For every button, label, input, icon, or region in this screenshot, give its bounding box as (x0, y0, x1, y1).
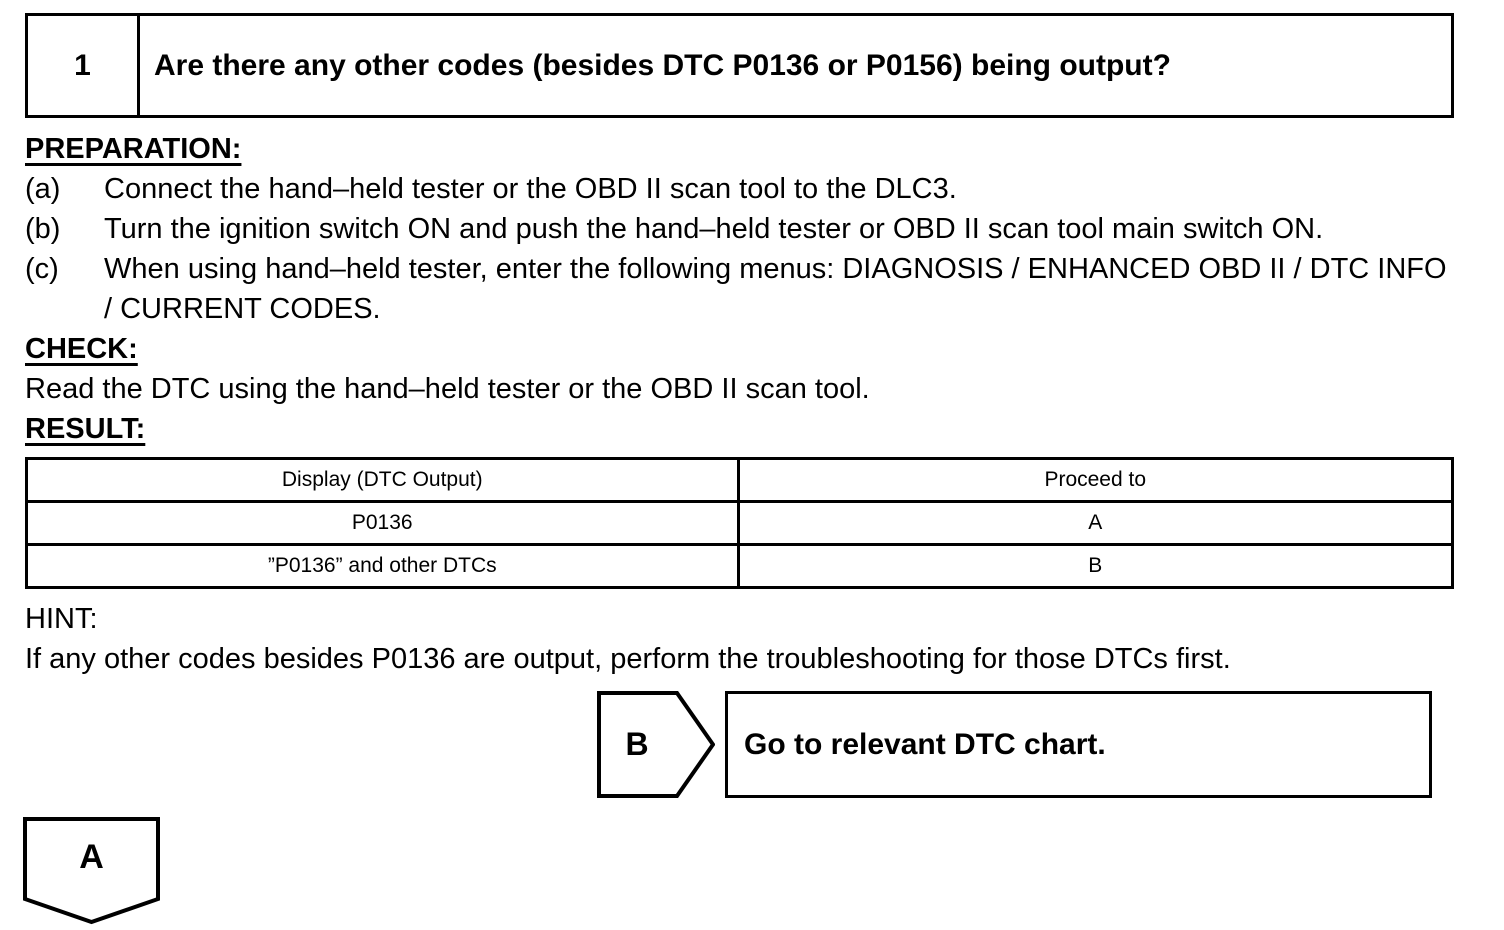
step-c-label: (c) (25, 253, 59, 285)
branch-b-row: B Go to relevant DTC chart. (597, 691, 1464, 798)
step-a-label: (a) (25, 173, 61, 205)
pentagon-down-shape (23, 817, 160, 925)
question-header-box: 1 Are there any other codes (besides DTC… (25, 13, 1454, 118)
connector-a-down-icon: A (23, 817, 160, 925)
result-table: Display (DTC Output) Proceed to P0136 A … (25, 457, 1454, 589)
check-text: Read the DTC using the hand–held tester … (25, 373, 870, 405)
branch-a-label: A (79, 838, 104, 876)
table-header-row: Display (DTC Output) Proceed to (28, 460, 1451, 500)
branch-b-action-box: Go to relevant DTC chart. (725, 691, 1432, 798)
step-a-text: Connect the hand–held tester or the OBD … (104, 173, 957, 205)
step-b-text: Turn the ignition switch ON and push the… (104, 213, 1324, 245)
preparation-section: PREPARATION: (a) Connect the hand–held t… (25, 129, 1465, 329)
column-header-proceed: Proceed to (1044, 468, 1147, 491)
step-question: Are there any other codes (besides DTC P… (154, 48, 1171, 82)
step-number: 1 (28, 16, 140, 115)
result-section: RESULT: Display (DTC Output) Proceed to … (25, 409, 1465, 589)
column-header-display: Display (DTC Output) (28, 460, 740, 500)
table-row: P0136 A (28, 500, 1451, 543)
hint-section: HINT: If any other codes besides P0136 a… (25, 599, 1465, 679)
branch-b-label: B (625, 726, 649, 762)
result-heading: RESULT: (25, 413, 146, 445)
cell-proceed-value: B (1088, 554, 1103, 577)
step-b-label: (b) (25, 213, 61, 245)
cell-proceed-value: A (1088, 511, 1103, 534)
connector-b-arrow-icon: B (597, 691, 715, 798)
table-row: ”P0136” and other DTCs B (28, 543, 1451, 586)
procedure-text: PREPARATION: (a) Connect the hand–held t… (25, 129, 1465, 679)
cell-display-value: ”P0136” and other DTCs (28, 546, 740, 586)
step-c-text: When using hand–held tester, enter the f… (104, 253, 1447, 325)
check-section: CHECK: Read the DTC using the hand–held … (25, 329, 1465, 409)
branch-b-action-text: Go to relevant DTC chart. (744, 727, 1106, 761)
hint-text: If any other codes besides P0136 are out… (25, 643, 1231, 675)
pentagon-right-shape (597, 691, 715, 798)
check-heading: CHECK: (25, 333, 138, 365)
preparation-step-a: (a) Connect the hand–held tester or the … (25, 169, 1465, 209)
preparation-heading: PREPARATION: (25, 133, 242, 165)
preparation-step-b: (b) Turn the ignition switch ON and push… (25, 209, 1465, 249)
preparation-step-c: (c) When using hand–held tester, enter t… (25, 249, 1465, 329)
hint-heading: HINT: (25, 603, 98, 635)
cell-display-value: P0136 (28, 503, 740, 543)
